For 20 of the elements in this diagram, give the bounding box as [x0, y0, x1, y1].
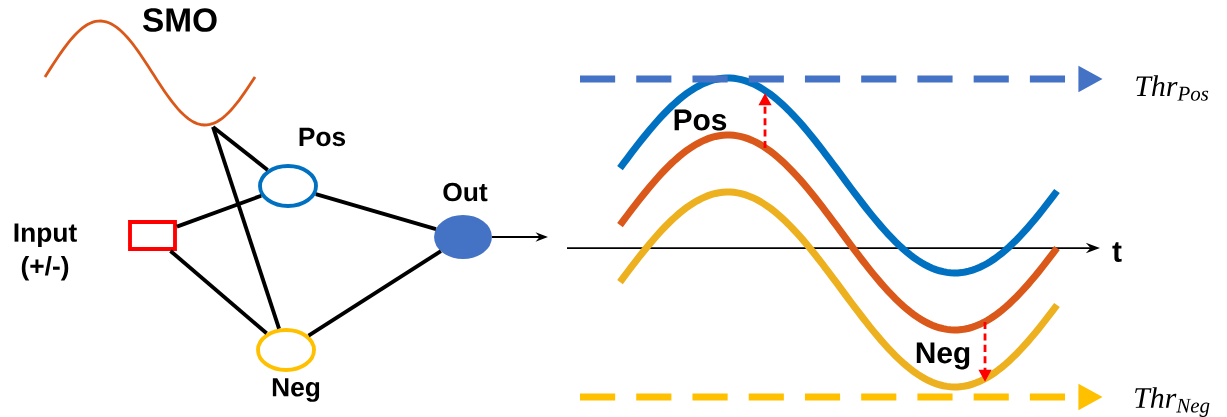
connector-line — [315, 192, 437, 231]
curve-label: t — [1112, 242, 1122, 262]
connector-line — [211, 125, 269, 172]
threshold-label: Thr$_{Neg}$ — [1135, 387, 1210, 417]
curve-label: Pos — [674, 109, 727, 131]
heading: SMO — [142, 8, 217, 32]
node-label: Input (+/-) — [14, 223, 77, 281]
curve-label: Neg — [916, 342, 970, 370]
input-box — [128, 220, 177, 251]
node-label: Pos — [299, 127, 346, 147]
node-label: Neg — [272, 378, 320, 402]
connector-line — [176, 193, 262, 229]
threshold-label: Thr$_{Pos}$ — [1136, 75, 1209, 101]
neuron-circle — [434, 215, 492, 259]
connector-line — [211, 126, 281, 330]
neuron-circle — [258, 164, 318, 208]
connector-line — [169, 249, 268, 335]
connector-line — [307, 249, 442, 338]
neuron-circle — [256, 328, 316, 372]
node-label: Out — [443, 182, 488, 202]
